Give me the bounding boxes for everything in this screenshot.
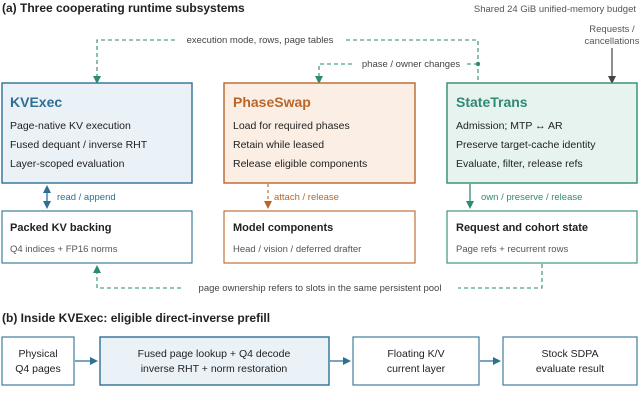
statetrans-line-2: Preserve target-cache identity [456,139,596,151]
phase-owner-label: phase / owner changes [362,59,460,70]
own-preserve-release-label: own / preserve / release [481,192,582,203]
statetrans-line-1: Admission; MTP ↔ AR [456,120,563,132]
statetrans-box: StateTrans Admission; MTP ↔ AR Preserve … [446,82,638,184]
phaseswap-line-2: Retain while leased [233,139,324,151]
memory-budget-label: Shared 24 GiB unified-memory budget [474,4,636,15]
stock-sdpa-line1: Stock SDPA [542,348,599,360]
execution-mode-label: execution mode, rows, page tables [187,35,334,46]
packed-kv-desc: Q4 indices + FP16 norms [10,244,118,255]
request-cohort-title: Request and cohort state [456,222,588,234]
execution-mode-label-bg [175,33,345,46]
phaseswap-title: PhaseSwap [233,94,311,110]
phaseswap-line-3: Release eligible components [233,158,367,170]
fused-lookup-line1: Fused page lookup + Q4 decode [138,348,291,360]
flow-junction-dot [475,61,481,67]
packed-kv-title: Packed KV backing [10,222,112,234]
statetrans-line-3: Evaluate, filter, release refs [456,158,583,170]
attach-release-label: attach / release [274,192,339,203]
fused-lookup-line2: inverse RHT + norm restoration [141,363,288,375]
page-ownership-label: page ownership refers to slots in the sa… [199,283,442,294]
requests-label-line2: cancellations [585,36,639,47]
pipeline-box-floating-kv: Floating K/V current layer [352,336,480,386]
statetrans-title: StateTrans [456,94,528,110]
stock-sdpa-line2: evaluate result [536,363,604,375]
request-cohort-desc: Page refs + recurrent rows [456,244,568,255]
phase-owner-label-bg [355,57,467,70]
pipeline-box-stock-sdpa: Stock SDPA evaluate result [502,336,638,386]
kvexec-line-2: Fused dequant / inverse RHT [10,139,148,151]
floating-kv-line2: current layer [387,363,446,375]
floating-kv-line1: Floating K/V [387,348,444,360]
model-components-desc: Head / vision / deferred drafter [233,244,361,255]
physical-pages-line2: Q4 pages [15,363,61,375]
requests-label-line1: Requests / [589,24,635,35]
kvexec-line-1: Page-native KV execution [10,120,131,132]
kvexec-line-3: Layer-scoped evaluation [10,158,125,170]
pipeline-box-fused-lookup: Fused page lookup + Q4 decode inverse RH… [99,336,330,386]
physical-pages-line1: Physical [18,348,57,360]
panel-b-title: (b) Inside KVExec: eligible direct-inver… [2,311,270,325]
kvexec-title: KVExec [10,94,62,110]
page-ownership-label-bg [182,281,458,294]
request-cohort-state-box: Request and cohort state Page refs + rec… [446,210,638,264]
model-components-title: Model components [233,222,333,234]
phaseswap-box: PhaseSwap Load for required phases Retai… [223,82,416,184]
panel-a-title: (a) Three cooperating runtime subsystems [2,1,245,15]
pipeline-box-physical-pages: Physical Q4 pages [1,336,75,386]
phaseswap-line-1: Load for required phases [233,120,350,132]
read-append-label: read / append [57,192,116,203]
packed-kv-backing-box: Packed KV backing Q4 indices + FP16 norm… [1,210,193,264]
model-components-box: Model components Head / vision / deferre… [223,210,416,264]
kvexec-box: KVExec Page-native KV execution Fused de… [1,82,193,184]
execution-mode-flow [93,39,479,84]
